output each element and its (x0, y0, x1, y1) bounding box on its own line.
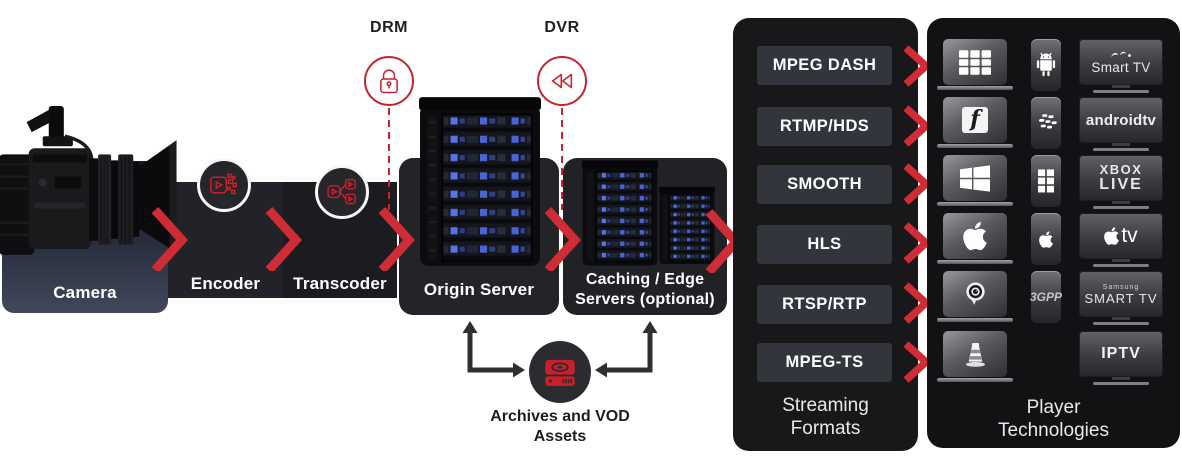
drm-label: DRM (370, 19, 408, 36)
vlc-cone-icon (965, 342, 985, 367)
streaming-formats-title: Streaming Formats (733, 394, 918, 440)
player-phone-android[interactable] (1031, 39, 1061, 91)
origin-server-label: Origin Server (423, 280, 535, 299)
player-phone-blackberry[interactable] (1031, 97, 1061, 149)
encoder-icon (210, 173, 238, 195)
player-technologies-panel: Smart TV f androidtv (927, 18, 1180, 448)
archive-icon-circle (529, 341, 591, 403)
format-arrow-5 (903, 282, 932, 324)
player-laptop-webcam[interactable] (937, 271, 1013, 322)
samsung-label-line1: Samsung (1102, 283, 1140, 291)
format-chip-smooth[interactable]: SMOOTH (757, 165, 892, 204)
format-arrow-3 (903, 163, 932, 205)
apple-tv-label: tv (1121, 224, 1138, 247)
flow-arrow-camera-encoder (151, 206, 188, 271)
drm-badge (364, 56, 414, 106)
flow-arrow-encoder-transcoder (265, 206, 302, 271)
origin-server-rack-image (419, 97, 541, 266)
storage-drive-icon (545, 359, 575, 386)
player-phone-apple[interactable] (1031, 213, 1061, 265)
encoder-icon-circle (197, 158, 251, 212)
lock-icon (380, 69, 398, 94)
player-laptop-vlc[interactable] (937, 331, 1013, 382)
caching-label-line1: Caching / Edge (585, 271, 705, 288)
player-laptop-flash[interactable]: f (937, 97, 1013, 148)
iptv-label: IPTV (1101, 345, 1141, 362)
android-robot-icon (1036, 52, 1056, 77)
android-tv-label: androidtv (1085, 111, 1157, 129)
archive-arrow-left (462, 321, 525, 378)
smart-tv-label: Smart TV (1091, 59, 1151, 75)
player-technologies-title-text: Player Technologies (998, 397, 1109, 441)
player-phone-3gpp[interactable]: 3GPP (1030, 271, 1063, 323)
player-tv-samsung-smart-tv[interactable]: Samsung SMART TV (1079, 271, 1163, 325)
encoder-label: Encoder (190, 274, 261, 293)
format-chip-mpeg-ts[interactable]: MPEG-TS (757, 343, 892, 382)
dvr-dashed-line (561, 108, 563, 210)
edge-server-rack-image-1 (582, 160, 658, 266)
samsung-label-line2: SMART TV (1084, 290, 1158, 306)
smart-tv-birds-icon (1111, 51, 1131, 57)
webcam-player-icon (965, 282, 985, 305)
camera-label: Camera (53, 283, 117, 302)
format-arrow-1 (903, 45, 932, 87)
blackberry-icon (1039, 114, 1057, 129)
3gpp-label: 3GPP (1030, 290, 1063, 304)
format-chip-hls[interactable]: HLS (757, 225, 892, 264)
dvr-label: DVR (544, 19, 580, 36)
caching-label-line2: Servers (optional) (575, 291, 715, 308)
transcoder-icon-circle (315, 165, 369, 219)
streaming-formats-panel: MPEG DASH RTMP/HDS SMOOTH HLS RTSP/RTP M… (733, 18, 918, 451)
streaming-formats-title-text: Streaming Formats (782, 395, 869, 439)
player-phone-windows[interactable] (1031, 155, 1061, 207)
windows-logo-icon (960, 164, 990, 192)
player-tv-xbox-live[interactable]: XBOX LIVE (1079, 155, 1163, 209)
format-arrow-4 (903, 222, 932, 264)
drm-dashed-line (388, 108, 390, 210)
format-chip-rtsp-rtp[interactable]: RTSP/RTP (757, 285, 892, 324)
flow-arrow-origin-caching (544, 206, 581, 271)
player-technologies-title: Player Technologies (927, 396, 1180, 442)
player-tv-apple-tv[interactable]: tv (1079, 213, 1163, 267)
player-laptop-apple[interactable] (937, 213, 1013, 264)
archive-arrow-right (595, 321, 658, 378)
player-tv-iptv[interactable]: IPTV (1079, 331, 1163, 385)
format-chip-mpeg-dash[interactable]: MPEG DASH (757, 46, 892, 85)
player-laptop-windows[interactable] (937, 155, 1013, 206)
archives-label-line1: Archives and VOD (490, 408, 630, 425)
archives-label-line2: Assets (533, 428, 587, 445)
xbox-label-line1: XBOX (1099, 162, 1143, 177)
format-chip-rtmp-hds[interactable]: RTMP/HDS (757, 107, 892, 146)
transcoder-icon (327, 178, 356, 205)
apple-logo-icon (1039, 230, 1053, 249)
xbox-label-line2: LIVE (1099, 176, 1143, 193)
flow-arrow-transcoder-origin (378, 206, 415, 271)
edge-server-rack-image-2 (659, 186, 715, 265)
video-wall-tiles-icon (959, 49, 991, 75)
rewind-icon (551, 73, 573, 89)
player-laptop-html5[interactable] (937, 39, 1013, 90)
transcoder-label: Transcoder (293, 274, 387, 293)
player-tv-smart-tv[interactable]: Smart TV (1079, 39, 1163, 93)
format-arrow-2 (903, 105, 932, 147)
player-tv-android-tv[interactable]: androidtv (1079, 97, 1163, 151)
apple-logo-icon (1104, 226, 1119, 246)
format-arrow-6 (903, 341, 932, 383)
apple-logo-icon (963, 220, 987, 252)
transcoder-block: Transcoder (283, 182, 397, 298)
flash-icon: f (962, 107, 988, 133)
dvr-badge (537, 56, 587, 106)
windows-phone-tiles-icon (1038, 169, 1054, 193)
